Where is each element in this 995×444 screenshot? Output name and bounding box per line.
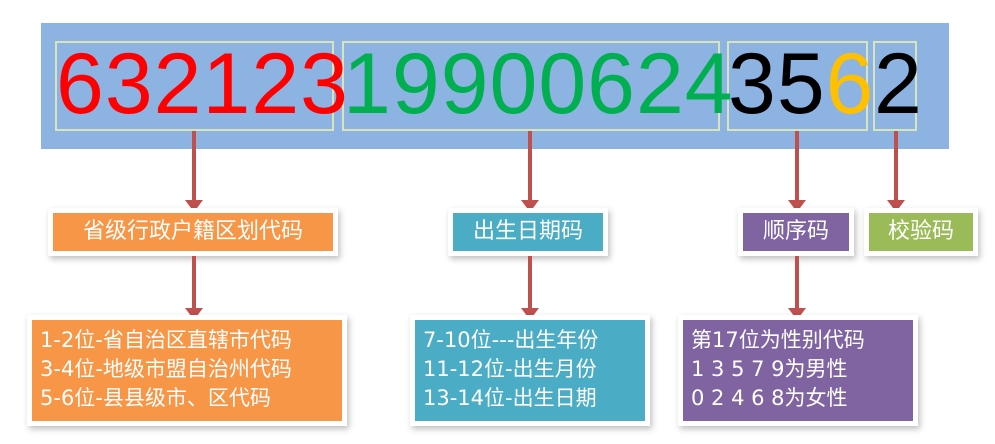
arrow-head-icon <box>521 308 539 320</box>
arrow-head-icon <box>788 308 806 320</box>
birth-date-code-label: 出生日期码 <box>453 213 603 251</box>
sequence-segment-box <box>727 41 868 131</box>
sequence-details-box: 第17位为性别代码 1 3 5 7 9为男性 0 2 4 6 8为女性 <box>683 320 913 421</box>
detail-line: 3-4位-地级市盟自治州代码 <box>40 357 292 381</box>
arrow-birth-1 <box>528 131 532 206</box>
birth-digits: 19900624 <box>343 36 734 132</box>
region-segment-box <box>55 41 334 131</box>
sequence-code-label: 顺序码 <box>743 213 849 251</box>
region-code-label: 省级行政户籍区划代码 <box>53 213 333 251</box>
check-digit: 2 <box>874 36 923 132</box>
arrow-head-icon <box>185 200 203 212</box>
birth-details-box: 7-10位---出生年份 11-12位-出生月份 13-14位-出生日期 <box>415 320 645 421</box>
arrow-head-icon <box>521 200 539 212</box>
arrow-head-icon <box>788 200 806 212</box>
detail-line: 0 2 4 6 8为女性 <box>691 386 848 410</box>
arrow-check-1 <box>894 131 898 206</box>
detail-line: 1-2位-省自治区直辖市代码 <box>40 328 292 352</box>
check-segment-box <box>873 41 917 131</box>
arrow-region-1 <box>192 131 196 206</box>
arrow-seq-2 <box>795 256 799 314</box>
sequence-digits-main: 35 <box>728 36 826 132</box>
detail-line: 第17位为性别代码 <box>691 328 865 352</box>
detail-line: 7-10位---出生年份 <box>423 328 599 352</box>
arrow-seq-1 <box>795 131 799 206</box>
arrow-region-2 <box>192 256 196 314</box>
region-digits: 632123 <box>56 36 349 132</box>
detail-line: 1 3 5 7 9为男性 <box>691 357 848 381</box>
arrow-head-icon <box>887 200 905 212</box>
arrow-birth-2 <box>528 256 532 314</box>
detail-line: 11-12位-出生月份 <box>423 357 597 381</box>
birth-segment-box <box>342 41 720 131</box>
detail-line: 5-6位-县县级市、区代码 <box>40 386 271 410</box>
check-code-label: 校验码 <box>869 213 973 251</box>
sequence-digits: 356 <box>728 34 875 134</box>
gender-digit: 6 <box>825 36 875 132</box>
region-details-box: 1-2位-省自治区直辖市代码 3-4位-地级市盟自治州代码 5-6位-县县级市、… <box>32 320 342 421</box>
id-number-banner <box>41 23 949 149</box>
detail-line: 13-14位-出生日期 <box>423 386 597 410</box>
arrow-head-icon <box>185 308 203 320</box>
